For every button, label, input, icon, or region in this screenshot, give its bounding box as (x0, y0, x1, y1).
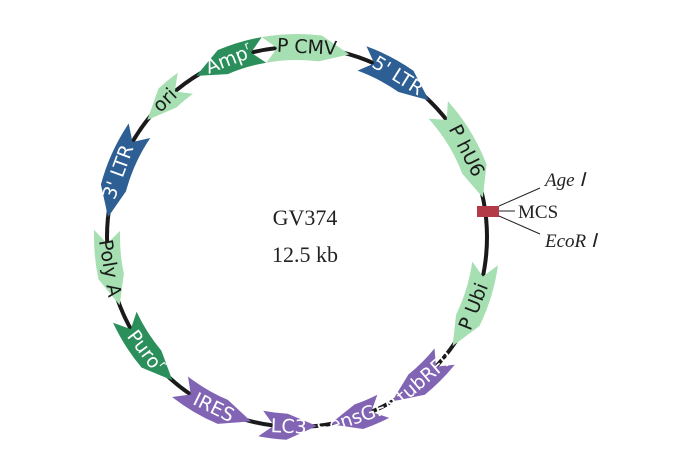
segment-ires: IRES (172, 376, 252, 427)
segment-label-lc3: LC3 (270, 415, 307, 439)
segment-pcmv: P CMV (261, 34, 350, 63)
plasmid-name: GV374 (273, 205, 338, 230)
segment-pubi: P Ubi (452, 261, 499, 346)
segment-arrow-pubi (452, 261, 499, 346)
segment-arrow-ires (172, 376, 252, 424)
mcs-marker (477, 206, 499, 217)
site-age-label: Age Ⅰ (543, 170, 587, 191)
mcs-label: MCS (518, 202, 558, 223)
segment-ltr3: 3' LTR (99, 123, 151, 218)
segment-arrow-ori (147, 72, 193, 121)
segment-arrow-sensgfp (329, 394, 390, 429)
segment-label-polya: Poly A (94, 238, 125, 299)
segment-label-phu6: P hU6 (444, 121, 489, 180)
segment-arrow-pcmv (261, 34, 350, 63)
segment-arrow-ltr3 (100, 123, 151, 218)
segment-label-sensgfp: SensGFP (315, 394, 401, 441)
segment-amp: Ampr (196, 37, 267, 79)
segment-label-ltr5: 5' LTR (368, 52, 427, 100)
segment-arrow-polya (94, 229, 124, 306)
mcs-leader-bottom (498, 215, 541, 235)
segment-arrow-amp (196, 37, 267, 76)
site-ecor-label: EcoR Ⅰ (544, 231, 599, 252)
segment-arrow-ltr5 (357, 46, 429, 101)
segment-arrow-lc3 (258, 410, 317, 440)
segment-arrow-stubrfp (392, 348, 455, 402)
segment-ltr5: 5' LTR (357, 46, 429, 101)
segment-label-ltr3: 3' LTR (99, 142, 139, 202)
segment-lc3: LC3 (258, 410, 317, 440)
mcs-leader-top (498, 187, 541, 207)
segment-phu6: P hU6 (428, 101, 489, 198)
segment-puro: Puror (113, 311, 173, 381)
plasmid-size: 12.5 kb (272, 242, 338, 267)
segment-arrow-puro (113, 311, 173, 381)
segment-arrow-phu6 (428, 101, 487, 198)
segment-ori: ori (147, 72, 193, 121)
segment-label-pcmv: P CMV (276, 35, 337, 60)
segment-sensgfp: SensGFP (315, 394, 401, 441)
segment-polya: Poly A (94, 229, 125, 306)
